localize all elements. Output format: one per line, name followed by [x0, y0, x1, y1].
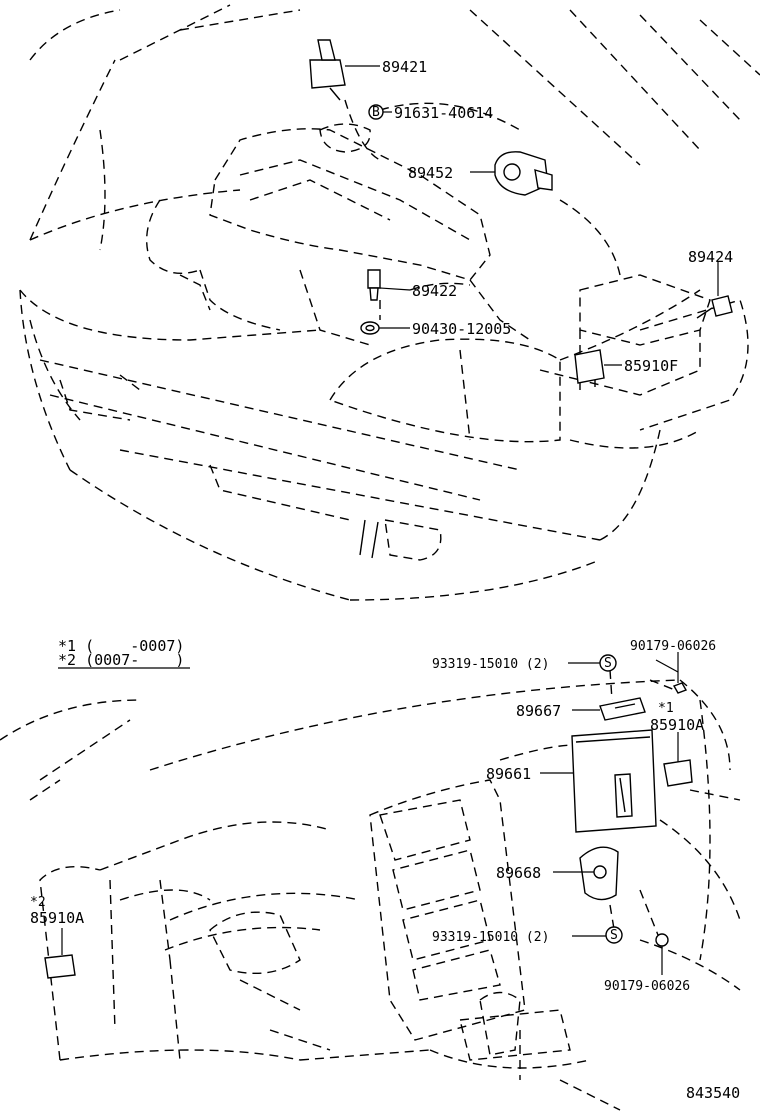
mark-2: *2	[30, 895, 46, 910]
label-85910A-left: 85910A	[30, 909, 84, 927]
gasket-90430	[360, 321, 380, 335]
label-89661: 89661	[486, 765, 531, 783]
dashboard-illustration	[0, 669, 741, 1111]
sensor-89421	[309, 39, 346, 101]
label-90430-12005: 90430-12005	[412, 320, 511, 338]
leader-lines-top	[345, 65, 719, 366]
diagram-id: 843540	[686, 1084, 740, 1102]
label-89422: 89422	[412, 282, 457, 300]
leader-lines-bottom	[58, 652, 679, 975]
throttle-sensor-89452	[494, 151, 553, 196]
nut-90179-bottom	[655, 933, 669, 947]
ecu-89661	[571, 729, 657, 833]
label-circle-s-bottom: S	[610, 928, 618, 943]
label-90179-06026-bottom: 90179-06026	[604, 979, 690, 994]
sensor-89424	[696, 295, 733, 319]
bracket-89668	[579, 846, 619, 901]
label-85910A-right: 85910A	[650, 716, 704, 734]
screw-93319-bottom	[605, 926, 623, 944]
legend-note-2: *2 (0007- )	[58, 651, 184, 669]
label-89667: 89667	[516, 702, 561, 720]
bracket-89667	[599, 697, 646, 721]
relay-85910F	[574, 349, 605, 390]
label-circle-b: B	[372, 105, 380, 120]
nut-90179-top	[672, 682, 688, 694]
label-89421: 89421	[382, 58, 427, 76]
label-90179-06026-top: 90179-06026	[630, 639, 716, 654]
label-89452: 89452	[408, 164, 453, 182]
label-91631-40614: 91631-40614	[394, 104, 493, 122]
label-circle-s-top: S	[604, 656, 612, 671]
relay-85910A-left	[44, 954, 76, 979]
label-89668: 89668	[496, 864, 541, 882]
label-89424: 89424	[688, 248, 733, 266]
label-93319-15010-top: 93319-15010 (2)	[432, 657, 549, 672]
label-93319-15010-bottom: 93319-15010 (2)	[432, 930, 549, 945]
mark-1: *1	[658, 701, 674, 716]
relay-85910A-right	[663, 759, 693, 787]
temp-sensor-89422	[367, 269, 381, 301]
label-85910F: 85910F	[624, 357, 678, 375]
engine-bay-illustration	[19, 4, 760, 601]
legend-note-1: *1 ( -0007)	[58, 637, 184, 655]
